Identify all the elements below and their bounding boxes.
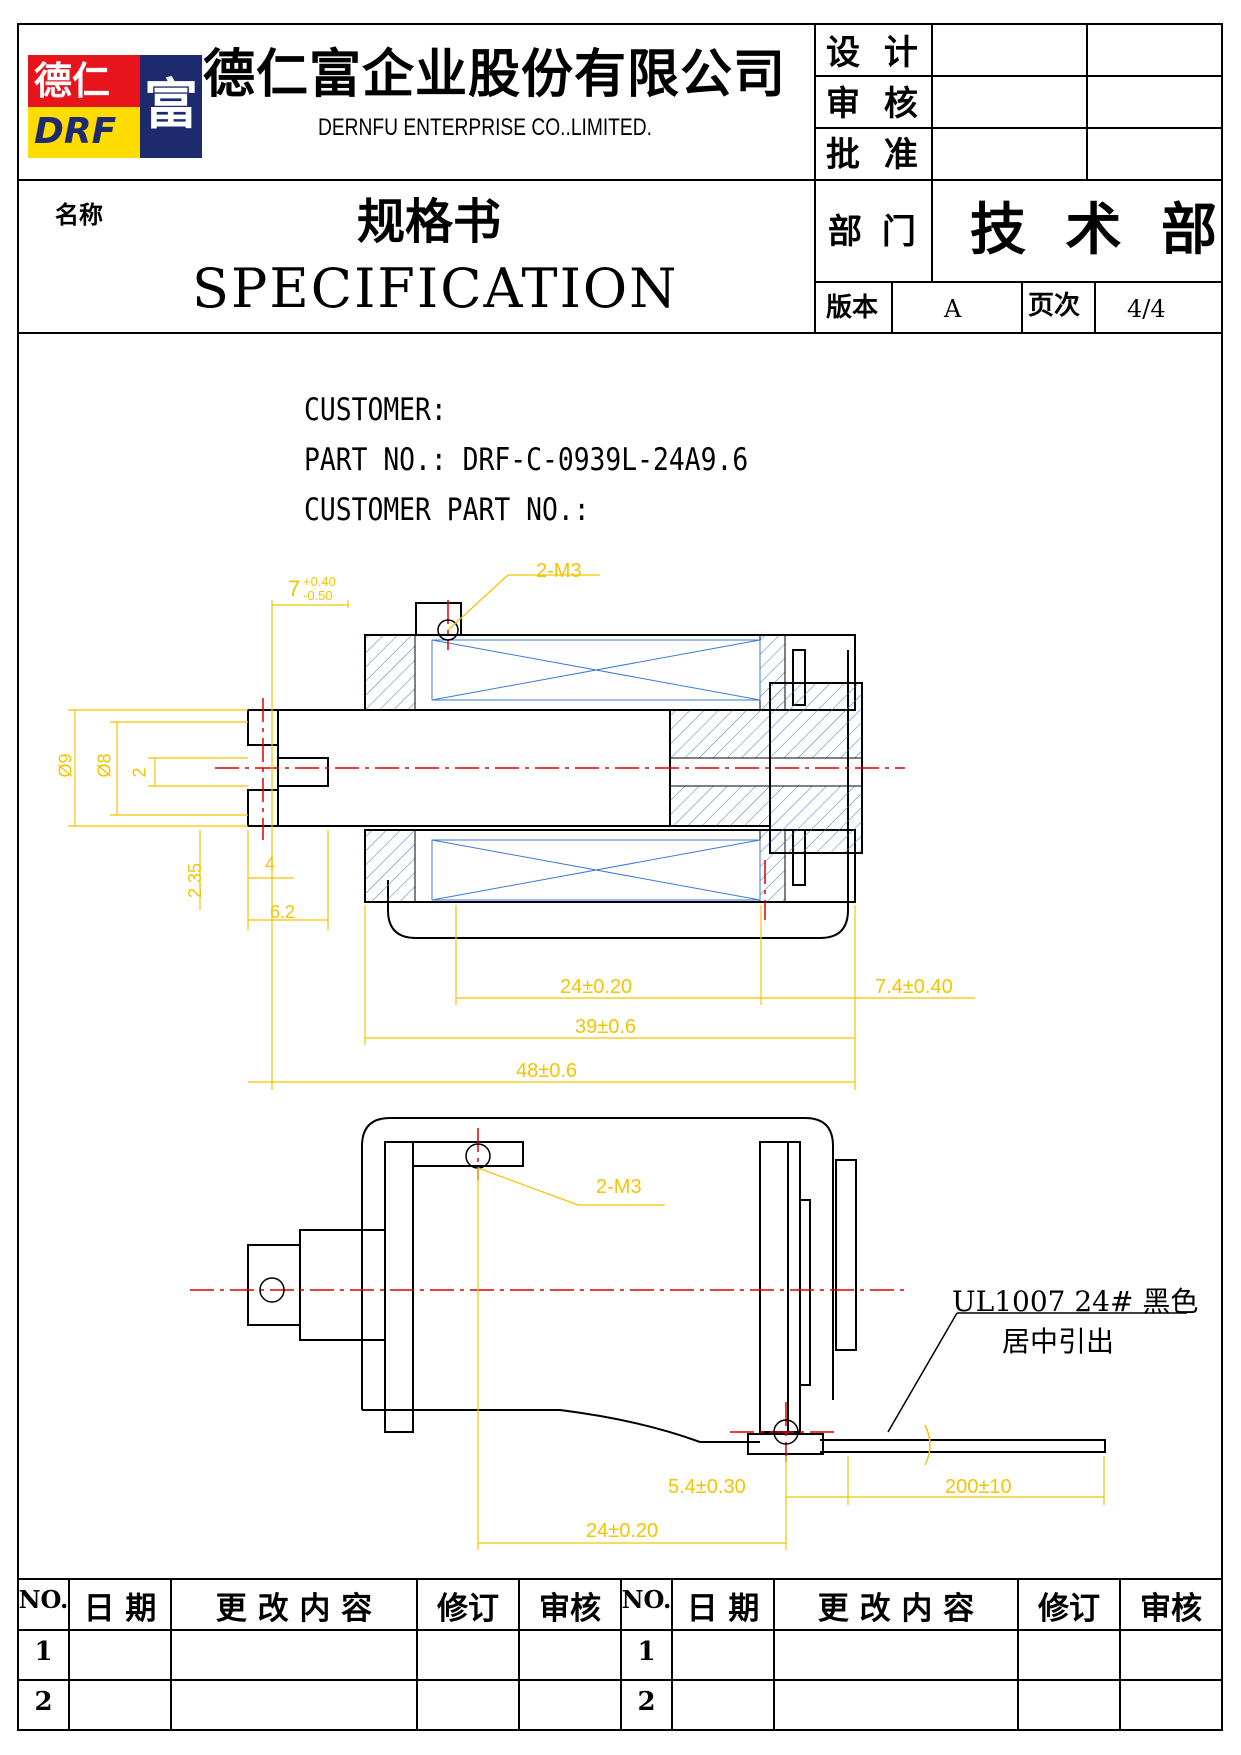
customer-part-no-line: CUSTOMER PART NO.: [304,492,590,528]
top-thread-callout: 2-M3 [536,560,582,582]
company-logo: 德仁 DRF 富 [28,55,202,158]
dim-stroke-top-tol-minus: -0.50 [303,588,333,603]
dim-24-side: 24±0.20 [586,1520,659,1542]
logo-bottom-block: DRF [28,107,140,158]
dim-4: 4 [265,854,276,874]
wire-spec: UL1007 24# 黑色 [952,1285,1199,1318]
company-name-en: DERNFU ENTERPRISE CO..LIMITED. [318,114,652,141]
page-label: 页次 [1028,291,1081,321]
dim-stroke-top: 7 [288,576,301,601]
part-no-line: PART NO.: DRF-C-0939L-24A9.6 [304,442,749,478]
col-no-1: NO. [18,1585,69,1614]
col-date-2: 日 期 [686,1591,760,1627]
dim-48: 48±0.6 [516,1060,578,1082]
page-value: 4/4 [1127,295,1166,323]
logo-top-block: 德仁 [28,55,140,107]
dim-7-4: 7.4±0.40 [875,976,953,998]
row-1-no-right: 1 [637,1637,656,1667]
col-revise-1: 修订 [437,1591,499,1627]
col-audit-1: 审核 [539,1591,601,1627]
logo-side-text: 富 [144,72,198,136]
title-en: SPECIFICATION [192,257,679,320]
dim-200: 200±10 [945,1476,1012,1498]
company-name-cn: 德仁富企业股份有限公司 [203,44,787,105]
logo-top-text: 德仁 [34,58,111,103]
col-date-1: 日 期 [83,1591,157,1627]
review-label: 审 核 [826,84,924,124]
version-label: 版本 [826,293,879,323]
row-2-no-right: 2 [637,1687,656,1717]
name-label: 名称 [55,200,103,229]
revision-table: NO. 日 期 更 改 内 容 修订 审核 NO. 日 期 更 改 内 容 修订… [18,1579,1222,1730]
dept-label: 部 门 [828,212,920,252]
col-revise-2: 修订 [1038,1591,1100,1627]
row-1-no-left: 1 [34,1637,53,1667]
wire-note: 居中引出 [1002,1325,1115,1358]
dim-24-top: 24±0.20 [560,976,633,998]
version-value: A [944,295,962,323]
col-no-2: NO. [621,1585,672,1614]
side-thread-callout: 2-M3 [596,1176,642,1198]
logo-side-block: 富 [140,55,202,158]
dim-6-2: 6.2 [270,902,296,922]
title-cn: 规格书 [357,194,502,250]
row-2-no-left: 2 [34,1687,53,1717]
design-label: 设 计 [826,33,924,73]
dim-39: 39±0.6 [575,1016,637,1038]
customer-line: CUSTOMER: [304,392,447,428]
col-audit-2: 审核 [1140,1591,1202,1627]
dept-value: 技 术 部 [970,197,1227,263]
col-change-1: 更 改 内 容 [215,1591,373,1627]
logo-bottom-text: DRF [34,111,117,152]
dim-stroke-top-tol-plus: +0.40 [303,574,336,589]
approve-label: 批 准 [826,135,924,175]
dim-5-4: 5.4±0.30 [668,1476,746,1498]
col-change-2: 更 改 内 容 [817,1591,975,1627]
